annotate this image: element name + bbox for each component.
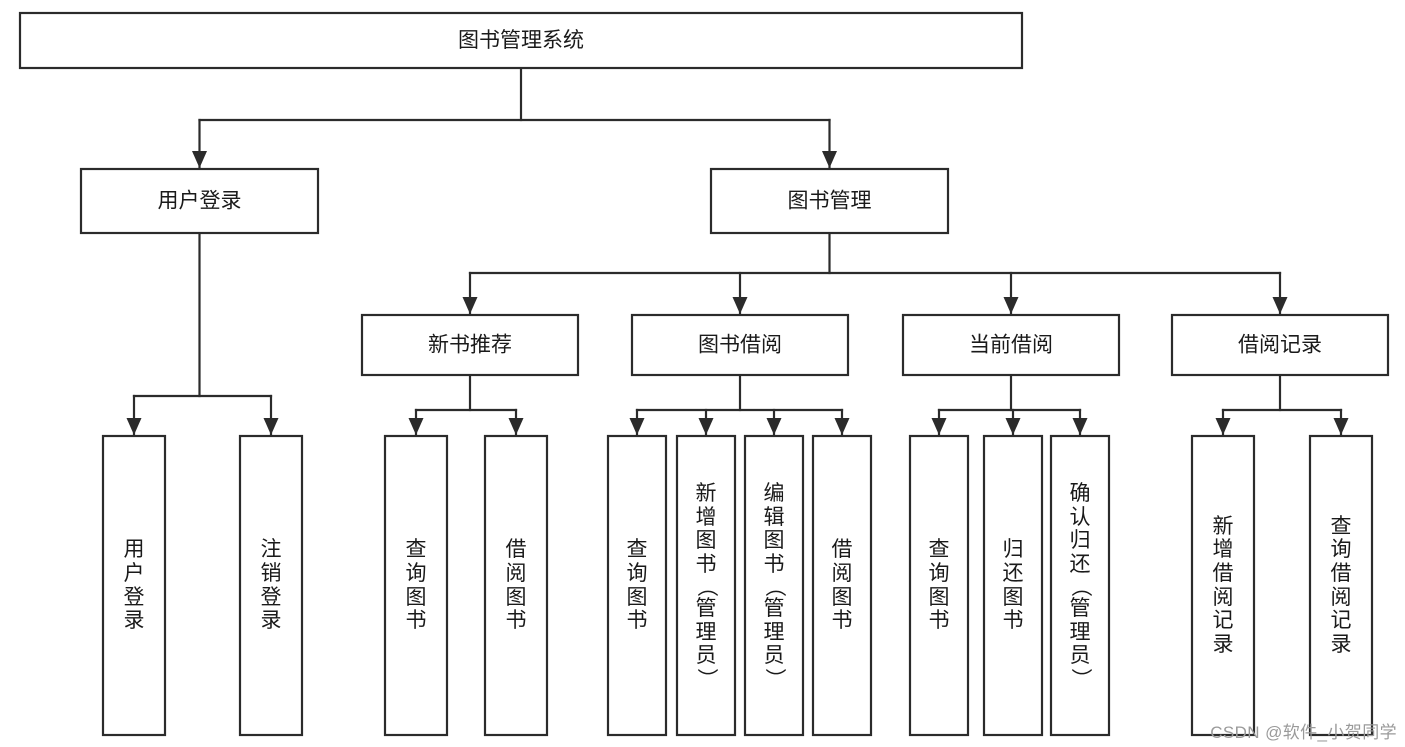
csdn-watermark: CSDN @软件_小贺同学 (1210, 723, 1397, 742)
level2-label-0: 用户登录 (158, 190, 242, 213)
level3-label-3: 借阅记录 (1238, 334, 1322, 357)
root-box-0[interactable] (18, 11, 1024, 70)
arrow-head-icon (834, 418, 850, 435)
arrow-head-icon (462, 297, 478, 314)
arrow-head-icon (931, 418, 947, 435)
level3-box-2[interactable] (901, 313, 1121, 377)
level3-box-0[interactable] (360, 313, 580, 377)
arrow-head-icon (1215, 418, 1231, 435)
arrow-head-icon (1003, 297, 1019, 314)
arrow-head-icon (1005, 418, 1021, 435)
arrow-head-icon (126, 418, 142, 435)
leaf-box-6[interactable] (743, 434, 805, 737)
leaf-box-10[interactable] (1049, 434, 1111, 737)
arrow-head-icon (1272, 297, 1288, 314)
leaf-box-12[interactable] (1308, 434, 1374, 737)
arrow-head-icon (629, 418, 645, 435)
level2-label-1: 图书管理 (788, 190, 872, 213)
leaf-box-11[interactable] (1190, 434, 1256, 737)
leaf-box-8[interactable] (908, 434, 970, 737)
arrow-head-icon (1072, 418, 1088, 435)
level3-label-1: 图书借阅 (698, 334, 782, 357)
leaf-box-4[interactable] (606, 434, 668, 737)
level3-label-0: 新书推荐 (428, 334, 512, 357)
leaf-box-0[interactable] (101, 434, 167, 737)
level3-box-3[interactable] (1170, 313, 1390, 377)
leaf-box-9[interactable] (982, 434, 1044, 737)
arrow-head-icon (698, 418, 714, 435)
connectors-layer (126, 66, 1349, 437)
arrow-head-icon (192, 151, 207, 168)
leaf-box-7[interactable] (811, 434, 873, 737)
arrow-head-icon (408, 418, 424, 435)
leaf-box-1[interactable] (238, 434, 304, 737)
arrow-head-icon (1333, 418, 1349, 435)
arrow-head-icon (263, 418, 279, 435)
level2-box-1[interactable] (709, 167, 950, 235)
arrow-head-icon (732, 297, 748, 314)
nodes-layer (18, 11, 1390, 737)
level3-label-2: 当前借阅 (969, 334, 1053, 357)
leaf-box-3[interactable] (483, 434, 549, 737)
arrow-head-icon (766, 418, 782, 435)
root-label-0: 图书管理系统 (458, 29, 584, 52)
level3-box-1[interactable] (630, 313, 850, 377)
level2-box-0[interactable] (79, 167, 320, 235)
leaf-box-5[interactable] (675, 434, 737, 737)
arrow-head-icon (822, 151, 837, 168)
leaf-box-2[interactable] (383, 434, 449, 737)
arrow-head-icon (508, 418, 524, 435)
